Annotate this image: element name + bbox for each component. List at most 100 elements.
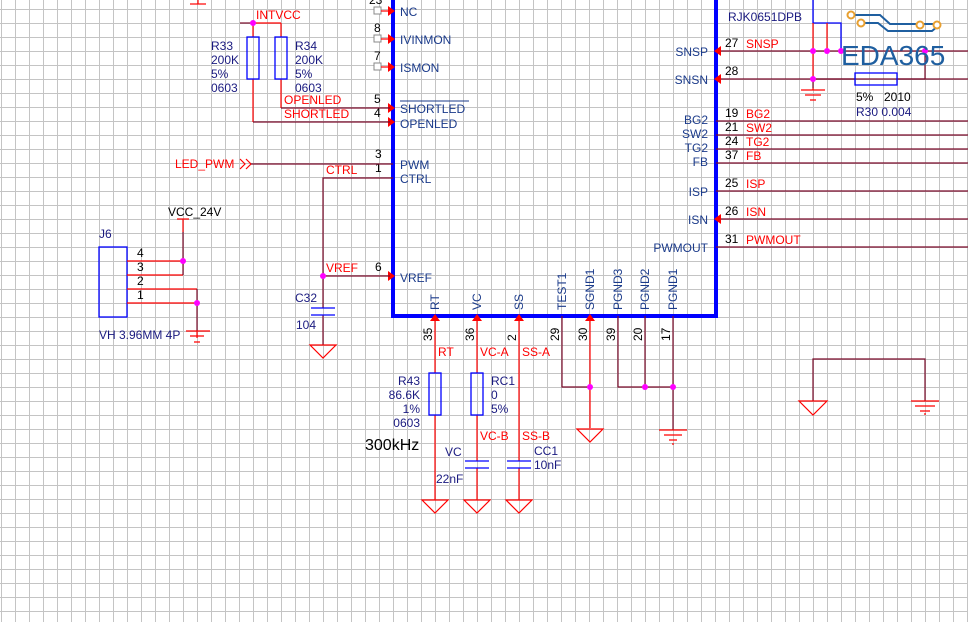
pin-name: TEST1 [555, 272, 569, 310]
pin-num: 7 [374, 49, 381, 63]
net-label: SNSP [746, 37, 779, 51]
r34-ref: R34 [295, 39, 317, 53]
pin-name: SNSN [675, 73, 708, 87]
pin-name: PGND2 [638, 268, 652, 310]
pin-num: 25 [725, 176, 739, 190]
net-label: BG2 [746, 107, 770, 121]
rc1-value: 0 [491, 388, 498, 402]
pin-name: CTRL [400, 172, 432, 186]
net-label-vcc24: VCC_24V [168, 205, 221, 219]
pin-num: 6 [375, 260, 382, 274]
ground-icon [420, 499, 450, 514]
frequency-note: 300kHz [365, 437, 419, 454]
eda365-logo: EDA365 [841, 10, 945, 71]
pin-num: 35 [421, 327, 435, 341]
pin-name: SGND1 [583, 268, 597, 310]
pin-num: 24 [725, 134, 739, 148]
pin-name: ISMON [400, 61, 439, 75]
c32-value: 104 [296, 318, 316, 332]
pin-name: PWM [400, 158, 429, 172]
net-label: FB [746, 149, 761, 163]
pin-num: 21 [725, 120, 739, 134]
pin-num: 36 [463, 327, 477, 341]
ic-body [391, 0, 718, 318]
cc1-value: 10nF [534, 458, 561, 472]
pin-num: 27 [725, 36, 739, 50]
net-label-shortled: SHORTLED [284, 107, 349, 121]
pin-name: SNSP [675, 45, 708, 59]
pin-num: 39 [604, 327, 618, 341]
bottom-pins: 35RT36VC2SS29TEST130SGND139PGND320PGND21… [421, 268, 680, 341]
vc-cap-ref: VC [445, 445, 462, 459]
net-label-openled: OPENLED [284, 93, 342, 107]
pin-num: 28 [725, 64, 739, 78]
capacitor-vc [465, 460, 489, 469]
pin-name: IVINMON [400, 33, 451, 47]
pin-num: 1 [137, 288, 144, 302]
r34-value: 200K [295, 53, 323, 67]
rsense-tol: 5% [856, 90, 874, 104]
r33-pkg: 0603 [211, 81, 238, 95]
net-label: ISN [746, 205, 766, 219]
pin-num: 37 [725, 148, 739, 162]
pin-num: 20 [631, 327, 645, 341]
pin-num: 8 [374, 21, 381, 35]
ground-icon [462, 499, 492, 514]
r33-value: 200K [211, 53, 239, 67]
pin-name: ISP [689, 185, 708, 199]
ground-icon [308, 344, 338, 359]
pin-name: SW2 [682, 127, 708, 141]
capacitor-cc1 [507, 460, 531, 469]
pin-name: RT [428, 294, 442, 310]
rc1-tol: 5% [491, 402, 509, 416]
rsense-pkg: 2010 [884, 90, 911, 104]
net-label: SW2 [746, 121, 772, 135]
pin-name: NC [400, 5, 418, 19]
r43-tol: 1% [403, 402, 421, 416]
pin-num: 3 [375, 147, 382, 161]
pin-num: 23 [369, 0, 383, 7]
pin-name: SS [512, 294, 526, 310]
sense-network: RJK0651DPB 5% 2010 R30 0.004 [728, 0, 928, 119]
r33-tol: 5% [211, 67, 229, 81]
ground-icon [797, 400, 829, 416]
rc1-ref: RC1 [491, 374, 515, 388]
resistor-r33 [246, 36, 260, 80]
bottom-networks: RT VC-A SS-A VC-B SS-B R43 86.6K 1% 0603… [365, 316, 687, 514]
pin-name: PWMOUT [653, 241, 708, 255]
c32-ref: C32 [295, 291, 317, 305]
j6-ref: J6 [99, 227, 112, 241]
pin-arrow-icon [714, 214, 721, 224]
rsense-ref: R30 0.004 [856, 105, 912, 119]
pin-name: OPENLED [400, 117, 458, 131]
pin-name: BG2 [684, 113, 708, 127]
net-label: ISP [746, 177, 765, 191]
net-label-vc-a: VC-A [480, 345, 509, 359]
earth-ground-icon [911, 400, 939, 415]
pin-num: 2 [137, 274, 144, 288]
pin-num: 26 [725, 204, 739, 218]
resistor-rsense [854, 72, 898, 86]
pin-arrow-icon [714, 46, 721, 56]
r43-ref: R43 [398, 374, 420, 388]
net-label: PWMOUT [746, 233, 801, 247]
capacitor-c32 [311, 307, 335, 316]
ctrl-vref-network: LED_PWM CTRL VREF C32 104 [175, 157, 393, 359]
pin-name: ISN [688, 213, 708, 227]
pin-num: 2 [505, 334, 519, 341]
r34-pkg: 0603 [295, 81, 322, 95]
pin-name: FB [693, 155, 708, 169]
pin-num: 17 [659, 327, 673, 341]
pin-num: 29 [548, 327, 562, 341]
pin-num: 31 [725, 232, 739, 246]
bottom-right-grounds [797, 358, 939, 416]
cc1-ref: CC1 [534, 444, 558, 458]
j6-value: VH 3.96MM 4P [99, 328, 180, 342]
r43-value: 86.6K [389, 388, 420, 402]
r34-tol: 5% [295, 67, 313, 81]
net-label-ctrl: CTRL [326, 163, 358, 177]
pin-num: 30 [576, 327, 590, 341]
